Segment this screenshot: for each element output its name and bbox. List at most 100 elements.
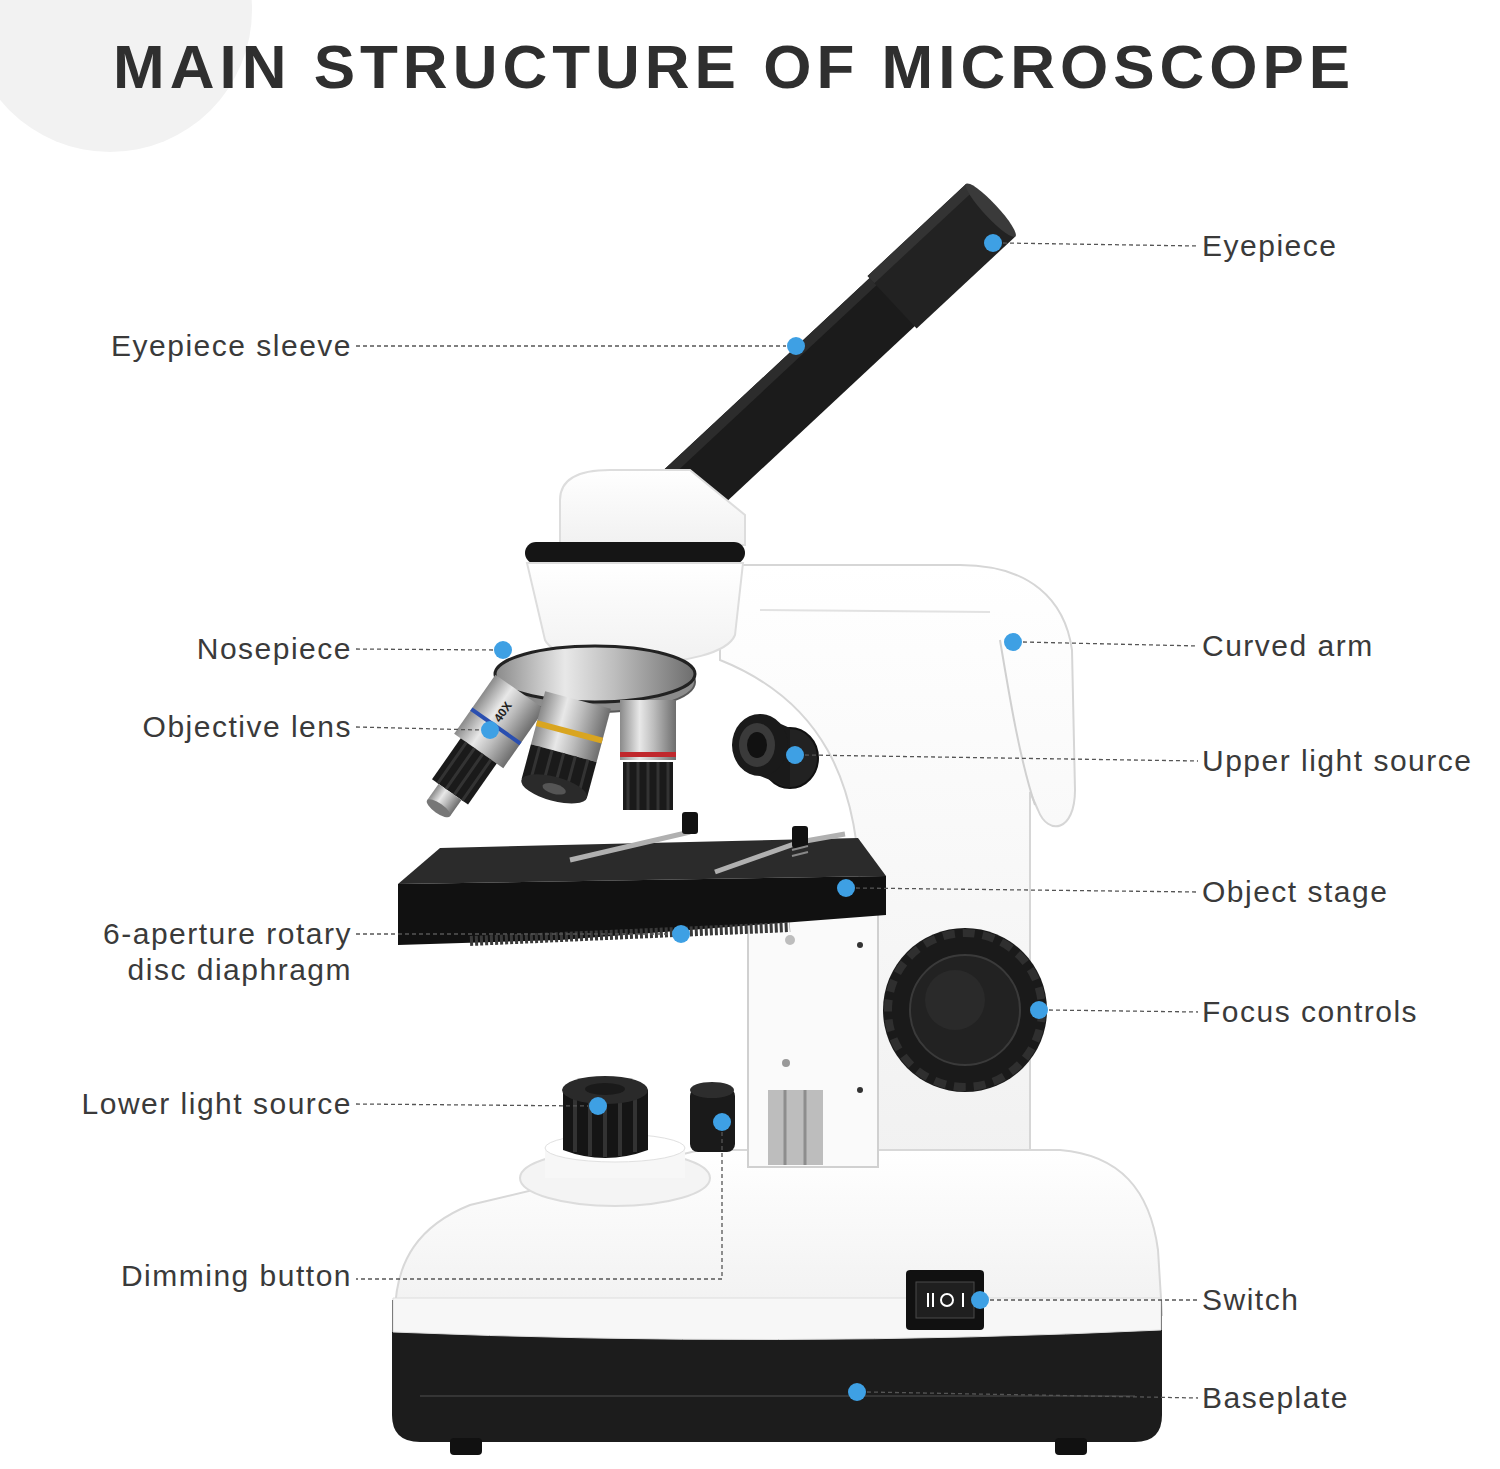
- leader-line: [356, 933, 671, 934]
- part-label: Eyepiece: [1202, 228, 1337, 264]
- object-stage: [715, 834, 845, 872]
- objective-lens: [536, 720, 603, 743]
- focus-knob: [883, 928, 1047, 1092]
- microscope-head: [525, 542, 745, 564]
- part-label: Switch: [1202, 1282, 1299, 1318]
- callout-dot: [984, 234, 1002, 252]
- part-label: Objective lens: [143, 709, 352, 745]
- leader-line: [805, 755, 1198, 761]
- lower-light-source: [562, 1076, 648, 1104]
- callout-dot: [589, 1097, 607, 1115]
- objective-lens: [518, 691, 611, 809]
- curved-arm: [760, 610, 990, 612]
- objective-lens: [541, 781, 567, 797]
- callout-dot: [481, 234, 1048, 1401]
- callout-dot: [848, 1383, 866, 1401]
- objective-lens: [518, 768, 590, 809]
- stage-holder: [748, 905, 878, 1167]
- leader-line: [1003, 243, 1198, 246]
- callout-dot: [837, 879, 855, 897]
- lower-light-source: [520, 1076, 710, 1206]
- upper-light-source: [739, 723, 775, 767]
- dimming-knob: [690, 1082, 734, 1098]
- part-label: Nosepiece: [197, 631, 352, 667]
- focus-knob: [910, 955, 1020, 1065]
- baseplate: [450, 1438, 482, 1455]
- leader-line: [356, 1104, 588, 1106]
- part-label: Dimming button: [121, 1258, 352, 1294]
- object-stage: [682, 812, 698, 834]
- objective-lens: [411, 675, 544, 830]
- leader-line: [356, 727, 480, 730]
- focus-knob: [888, 933, 1042, 1087]
- object-stage: [792, 846, 808, 856]
- nosepiece: [495, 646, 695, 702]
- stage-holder: [785, 1090, 805, 1165]
- stage-holder: [857, 1087, 863, 1093]
- leader-line: [856, 888, 1198, 892]
- eyepiece-tube: [655, 179, 1020, 526]
- object-stage: [398, 812, 886, 945]
- callout-dot: [786, 746, 804, 764]
- eyepiece-tube: [657, 271, 883, 483]
- callout-dot: [672, 925, 690, 943]
- baseplate: [393, 1298, 1161, 1340]
- leader-line: [356, 649, 493, 650]
- focus-knob: [925, 970, 985, 1030]
- stage-holder: [768, 1090, 823, 1165]
- baseplate: [1055, 1438, 1087, 1455]
- part-label: Baseplate: [1202, 1380, 1349, 1416]
- lower-light-source: [575, 1095, 635, 1157]
- stage-holder: [857, 942, 863, 948]
- leader-line: [867, 1392, 1198, 1398]
- baseplate: [420, 1395, 1135, 1397]
- stage-holder: [748, 905, 878, 1167]
- part-label: Lower light source: [82, 1086, 352, 1122]
- callout-dot: [494, 641, 512, 659]
- objective-lens: [620, 752, 676, 757]
- eyepiece-tube: [961, 179, 1020, 241]
- callout-dot: [481, 721, 499, 739]
- part-label: Upper light source: [1202, 743, 1472, 779]
- leader-line: [990, 1299, 1198, 1300]
- callout-dot: [971, 1291, 989, 1309]
- callout-dot: [1004, 633, 1022, 651]
- objective-lens: [424, 796, 453, 820]
- power-switch: [941, 1294, 953, 1306]
- leader-line: [356, 1132, 722, 1279]
- leader-line: [1023, 642, 1198, 646]
- upper-light-source: [747, 732, 767, 758]
- microscope-head: [525, 470, 745, 663]
- object-stage: [398, 876, 886, 945]
- baseplate: [392, 1150, 1162, 1455]
- object-stage: [785, 935, 795, 945]
- callout-dot: [787, 337, 805, 355]
- stage-holder: [782, 1059, 790, 1067]
- part-label: Curved arm: [1202, 628, 1374, 664]
- part-label: Focus controls: [1202, 994, 1418, 1030]
- upper-light-source: [732, 714, 788, 776]
- leader-line: [356, 243, 1198, 1398]
- callout-dot: [1030, 1001, 1048, 1019]
- magnification-marking: 40X: [491, 699, 515, 725]
- callout-dot: [713, 1113, 731, 1131]
- power-switch: [928, 1293, 963, 1307]
- eyepiece-tube: [868, 184, 974, 283]
- lower-light-source: [585, 1083, 625, 1095]
- dimming-knob: [690, 1082, 735, 1152]
- curved-arm: [1000, 640, 1035, 805]
- objective-lens: [620, 700, 676, 810]
- part-label: Eyepiece sleeve: [111, 328, 352, 364]
- power-switch: [916, 1282, 974, 1318]
- objective-lens: [623, 762, 673, 810]
- objective-lens: [620, 700, 676, 760]
- focus-knob: [883, 928, 1047, 1092]
- part-label: 6-aperture rotary disc diaphragm: [52, 916, 352, 988]
- microscope-head: [560, 470, 745, 545]
- part-label: Object stage: [1202, 874, 1388, 910]
- object-stage: [570, 832, 690, 860]
- page-title: MAIN STRUCTURE OF MICROSCOPE: [113, 36, 1355, 98]
- baseplate: [395, 1150, 1162, 1315]
- objective-lens: [628, 762, 668, 810]
